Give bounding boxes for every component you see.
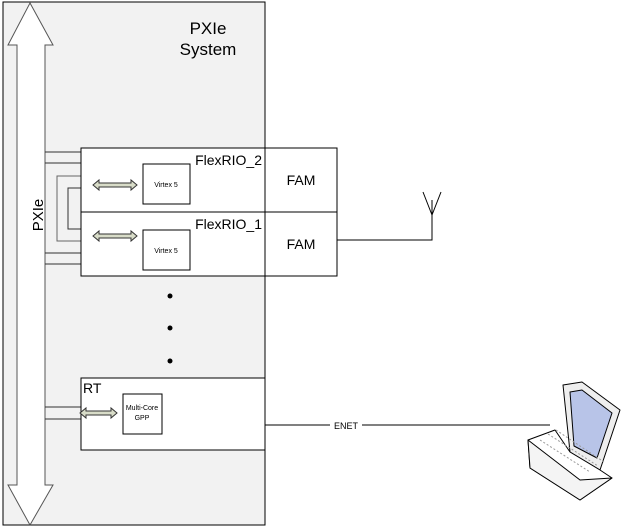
system-title-line1: PXIe <box>190 19 227 38</box>
chip-box <box>142 229 191 271</box>
internal-bus-arrow <box>92 229 138 243</box>
cpu-box <box>122 393 163 435</box>
chip-label: Virtex 5 <box>154 182 178 189</box>
enet-label: ENET <box>334 421 359 431</box>
module-name: FlexRIO_2 <box>195 152 262 168</box>
bus-connectors <box>45 151 81 420</box>
controller-name: RT <box>83 380 102 396</box>
cpu-label-line2: GPP <box>135 415 150 422</box>
system-title-line2: System <box>180 40 237 59</box>
antenna-icon <box>337 191 442 241</box>
fam-label: FAM <box>287 172 316 188</box>
cpu-label-line1: Multi-Core <box>126 405 158 412</box>
module-name: FlexRIO_1 <box>195 216 262 232</box>
flexrio-1-module: FlexRIO_1 Virtex 5 <box>80 211 266 277</box>
rt-controller: RT Multi-Core GPP <box>79 377 266 451</box>
laptop-icon <box>527 381 621 501</box>
pxie-bus-arrow <box>7 1 54 527</box>
internal-bus-arrow <box>79 406 118 420</box>
fam-label: FAM <box>287 236 316 252</box>
chip-label: Virtex 5 <box>154 248 178 255</box>
bus-label: PXIe <box>30 199 47 232</box>
more-modules-dots <box>167 293 173 364</box>
chip-box <box>142 163 191 205</box>
internal-bus-arrow <box>92 178 138 192</box>
fam-2: FAM <box>264 147 338 213</box>
flexrio-2-module: FlexRIO_2 Virtex 5 <box>80 147 266 213</box>
fam-1: FAM <box>264 211 338 277</box>
